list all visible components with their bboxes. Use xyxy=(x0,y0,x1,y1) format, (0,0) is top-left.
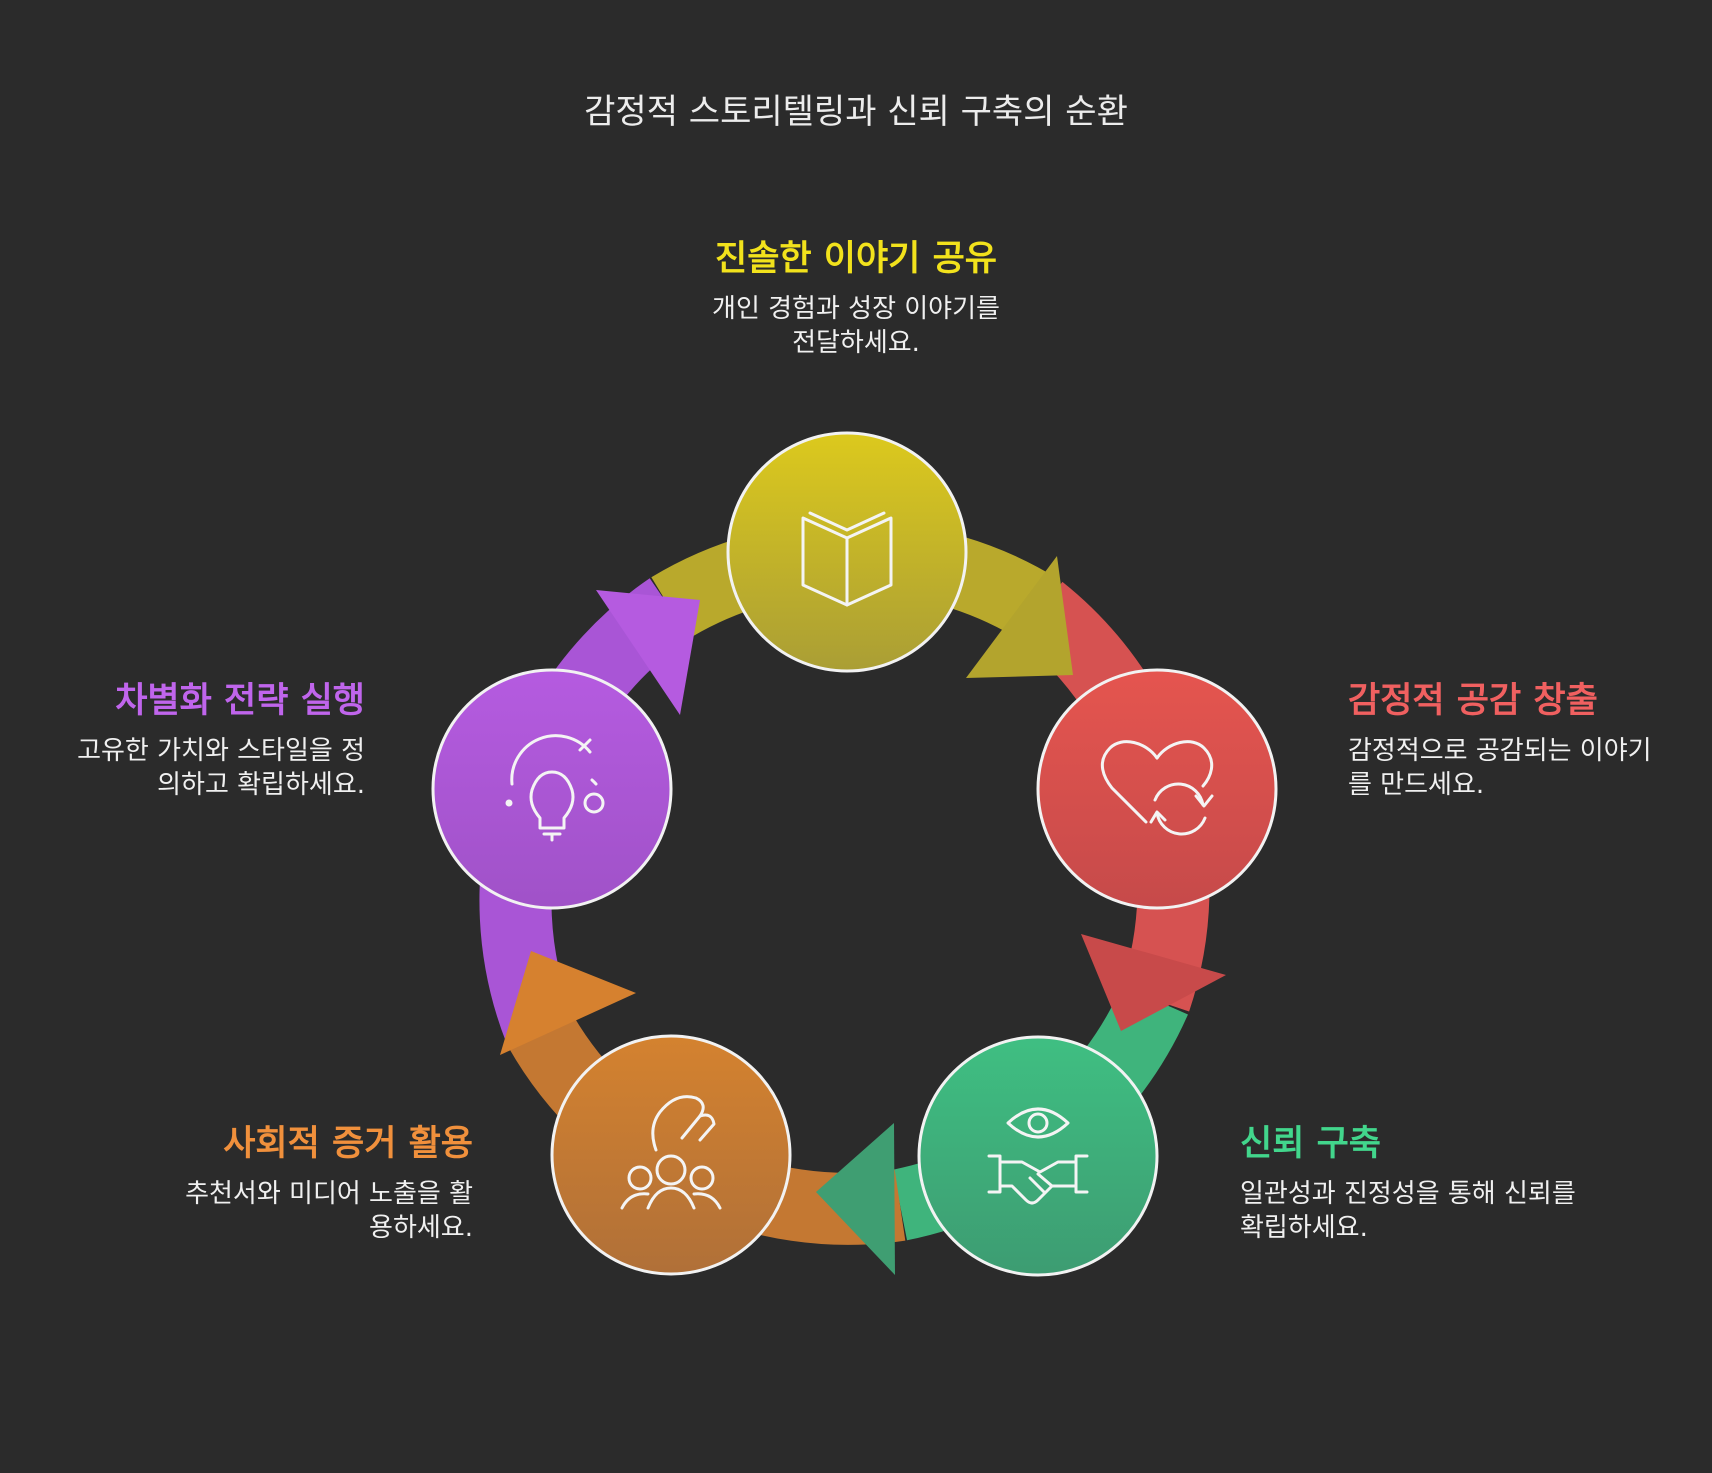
step-label-1: 진솔한 이야기 공유 개인 경험과 성장 이야기를 전달하세요. xyxy=(636,236,1076,360)
step-label-4: 사회적 증거 활용 추천서와 미디어 노출을 활용하세요. xyxy=(150,1121,473,1245)
step-heading: 사회적 증거 활용 xyxy=(223,1124,473,1164)
step-circles xyxy=(431,431,1278,1277)
step-description: 추천서와 미디어 노출을 활용하세요. xyxy=(185,1179,473,1243)
arrowhead-green xyxy=(816,1123,895,1275)
step-heading: 차별화 전략 실행 xyxy=(115,681,365,721)
step-heading: 진솔한 이야기 공유 xyxy=(715,239,997,279)
step-description: 일관성과 진정성을 통해 신뢰를 확립하세요. xyxy=(1240,1179,1576,1243)
step-label-3: 신뢰 구축 일관성과 진정성을 통해 신뢰를 확립하세요. xyxy=(1240,1121,1580,1245)
circle-step-5 xyxy=(431,668,673,910)
heart-refresh-icon xyxy=(1100,740,1214,836)
diagram-title: 감정적 스토리텔링과 신뢰 구축의 순환 xyxy=(584,92,1128,132)
arrowhead-red xyxy=(1081,934,1226,1031)
step-description: 고유한 가치와 스타일을 정의하고 확립하세요. xyxy=(77,736,365,800)
hand-group-icon xyxy=(620,1095,722,1210)
circle-step-3 xyxy=(917,1035,1159,1277)
arrowhead-yellow xyxy=(966,556,1073,678)
step-description: 감정적으로 공감되는 이야기를 만드세요. xyxy=(1348,736,1652,800)
lightbulb-icon xyxy=(505,734,605,842)
eye-handshake-icon xyxy=(987,1107,1089,1205)
arrowhead-orange xyxy=(500,951,636,1055)
arrowhead-purple xyxy=(596,590,700,715)
step-label-5: 차별화 전략 실행 고유한 가치와 스타일을 정의하고 확립하세요. xyxy=(40,678,365,802)
open-book-icon xyxy=(801,511,893,607)
step-label-2: 감정적 공감 창출 감정적으로 공감되는 이야기를 만드세요. xyxy=(1348,678,1688,802)
step-description: 개인 경험과 성장 이야기를 전달하세요. xyxy=(712,294,1000,358)
arrowheads xyxy=(500,556,1226,1275)
step-heading: 신뢰 구축 xyxy=(1240,1124,1381,1164)
step-heading: 감정적 공감 창출 xyxy=(1348,681,1598,721)
circle-step-2 xyxy=(1036,668,1278,910)
